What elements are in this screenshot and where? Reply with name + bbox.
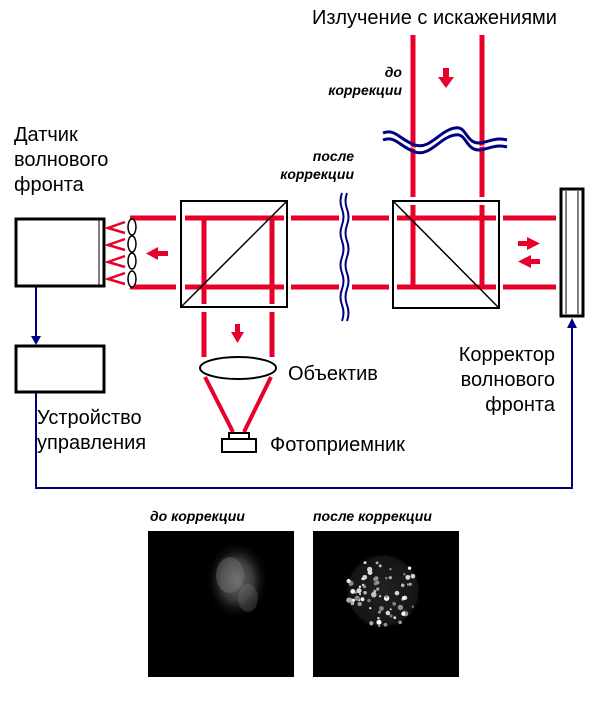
lenslet-array-icon bbox=[103, 218, 137, 288]
speckle bbox=[377, 616, 380, 620]
speckle bbox=[378, 625, 381, 628]
speckle bbox=[346, 597, 352, 603]
control-signal-lines bbox=[35, 287, 573, 489]
speckle bbox=[405, 574, 411, 580]
speckle bbox=[354, 591, 358, 594]
sensor-label-2: волнового bbox=[14, 149, 108, 171]
speckle bbox=[389, 567, 392, 571]
speckle bbox=[362, 574, 368, 580]
speckle bbox=[388, 576, 392, 580]
speckle bbox=[398, 620, 402, 625]
arrow-left-icon bbox=[518, 255, 540, 268]
speckle bbox=[363, 590, 367, 595]
speckle bbox=[406, 583, 410, 586]
speckle bbox=[369, 606, 372, 610]
corrector-label-3: фронта bbox=[485, 394, 556, 416]
title: Излучение с искажениями bbox=[312, 7, 557, 29]
corrector-label-1: Корректор bbox=[459, 344, 555, 366]
speckle bbox=[408, 582, 412, 586]
wavefront-sensor bbox=[14, 217, 106, 288]
speckle bbox=[359, 593, 362, 596]
speckle bbox=[362, 585, 367, 589]
focused-beam bbox=[203, 376, 273, 433]
speckle bbox=[346, 578, 351, 584]
speckle bbox=[393, 616, 397, 620]
sensor-label-1: Датчик bbox=[14, 124, 78, 146]
speckle bbox=[383, 622, 388, 627]
corrected-wavefront-icon bbox=[339, 192, 350, 322]
speckle bbox=[389, 608, 392, 611]
distorted-wavefront-icon bbox=[382, 126, 508, 155]
arrow-right-icon bbox=[518, 237, 540, 250]
speckle bbox=[377, 610, 382, 614]
arrow-down-icon bbox=[438, 68, 454, 88]
speckle bbox=[373, 581, 378, 586]
speckle bbox=[350, 589, 356, 594]
speckle bbox=[378, 595, 382, 598]
arrow-down-to-lens-icon bbox=[231, 324, 244, 343]
speckle bbox=[378, 564, 382, 568]
speckle bbox=[367, 570, 373, 575]
speckle bbox=[350, 601, 355, 606]
speckle bbox=[392, 602, 396, 606]
before-correction-label-2: коррекции bbox=[328, 82, 402, 98]
speckle bbox=[385, 576, 388, 580]
beam-splitter-left bbox=[180, 200, 288, 308]
speckle bbox=[356, 588, 362, 594]
controller-label-1: Устройство bbox=[37, 407, 142, 429]
speckle bbox=[376, 587, 380, 591]
speckle bbox=[401, 611, 406, 616]
speckle bbox=[383, 595, 390, 601]
controller-label-2: управления bbox=[37, 432, 146, 454]
control-unit bbox=[14, 344, 106, 394]
speckle bbox=[403, 573, 406, 576]
arrow-up-icon bbox=[567, 318, 577, 328]
arrow-down-icon bbox=[31, 336, 41, 345]
speckle bbox=[401, 596, 406, 600]
image-before-label: до коррекции bbox=[150, 508, 245, 524]
speckle bbox=[361, 577, 364, 580]
image-before-correction bbox=[148, 531, 294, 677]
speckle bbox=[357, 601, 362, 607]
speckle bbox=[376, 619, 382, 625]
image-after-label: после коррекции bbox=[313, 508, 432, 524]
speckle bbox=[358, 585, 362, 589]
speckle bbox=[371, 591, 377, 598]
speckle bbox=[410, 573, 416, 579]
wavefront-corrector-mirror bbox=[559, 187, 585, 318]
image-after-correction bbox=[313, 531, 459, 677]
speckle bbox=[363, 561, 367, 565]
beam-splitter-right bbox=[392, 200, 500, 309]
sensor-label-3: фронта bbox=[14, 174, 85, 196]
speckle bbox=[411, 605, 415, 608]
arrow-left-to-sensor-icon bbox=[146, 247, 168, 260]
speckle bbox=[354, 595, 360, 601]
speckle bbox=[394, 590, 400, 596]
speckle bbox=[367, 598, 371, 603]
speckle bbox=[360, 597, 365, 602]
speckle bbox=[369, 621, 374, 626]
speckle bbox=[385, 610, 391, 616]
after-correction-label-1: после bbox=[313, 148, 354, 164]
speckle bbox=[389, 614, 393, 618]
speckle bbox=[385, 595, 388, 599]
photodetector bbox=[221, 432, 257, 453]
before-correction-label-1: до bbox=[385, 64, 403, 80]
speckle bbox=[375, 561, 379, 565]
detector-label: Фотоприемник bbox=[270, 434, 405, 456]
lens-label: Объектив bbox=[288, 363, 378, 385]
speckle bbox=[351, 598, 356, 602]
after-correction-label-2: коррекции bbox=[280, 166, 354, 182]
speckle bbox=[379, 606, 384, 611]
corrector-label-2: волнового bbox=[461, 369, 555, 391]
speckle bbox=[397, 604, 404, 611]
speckle bbox=[407, 566, 412, 570]
objective-lens bbox=[199, 356, 277, 380]
speckle bbox=[400, 583, 405, 588]
speckle bbox=[373, 576, 378, 582]
